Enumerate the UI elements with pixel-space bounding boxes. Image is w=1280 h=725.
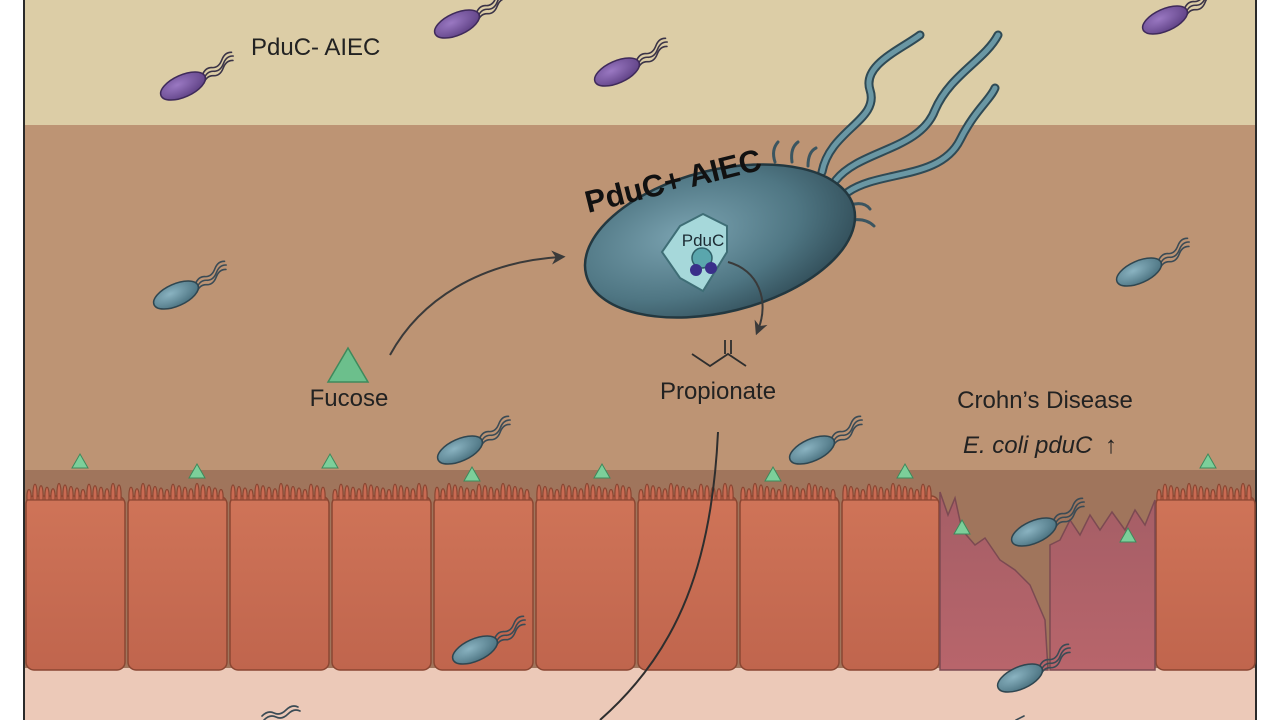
enzyme-subunit-icon (690, 264, 702, 276)
gene-name: E. coli pduC (963, 432, 1093, 459)
epithelial-cell (739, 495, 840, 671)
damaged-cell-right (1049, 499, 1156, 671)
disease-label: Crohn’s Disease (957, 387, 1133, 414)
epithelial-cell (25, 495, 126, 671)
microvilli-border (536, 482, 634, 501)
microvilli-border (26, 482, 124, 501)
enzyme-subunit-icon (705, 262, 717, 274)
propionate-label: Propionate (660, 378, 776, 405)
damaged-cell-left (939, 491, 1049, 671)
left-border (23, 0, 25, 720)
right-border (1255, 0, 1257, 720)
flagella-fill (819, 32, 1001, 195)
epithelial-cell (127, 495, 228, 671)
epithelial-cell (841, 495, 940, 671)
microvilli-border (740, 482, 838, 501)
enzyme-core-icon (691, 247, 713, 269)
epithelial-cell (535, 495, 636, 671)
molecule-double-bond (724, 340, 732, 354)
fucose-triangle-icon (326, 346, 370, 383)
fucose-uptake-arrow (389, 250, 566, 356)
epithelial-cell (331, 495, 432, 671)
gene-label: E. coli pduC ↑ (963, 432, 1117, 459)
propionate-translocation-arrow (599, 431, 719, 721)
propionate-release-arrow (727, 261, 768, 336)
molecule-skeletal-icon (691, 352, 747, 368)
fucose-label: Fucose (310, 385, 389, 412)
microvilli-border (332, 482, 430, 501)
partial-bacterium-flagella (261, 705, 1025, 721)
pduc-plus-aiec-bacterium (583, 30, 1003, 319)
epithelial-cell-layer (25, 482, 1256, 671)
epithelial-cell (229, 495, 330, 671)
microvilli-border (842, 482, 938, 501)
microvilli-border (128, 482, 226, 501)
lamina-propria (24, 668, 1256, 720)
up-arrow-icon: ↑ (1105, 432, 1117, 459)
epithelial-cell (1155, 495, 1256, 671)
microvilli-border (434, 482, 532, 501)
inflamed-epithelium (939, 491, 1156, 671)
microvilli-border (1156, 482, 1254, 501)
microvilli-border (230, 482, 328, 501)
epithelial-cell (637, 495, 738, 671)
pduc-minus-label: PduC- AIEC (251, 34, 380, 61)
pduc-enzyme-label: PduC (682, 231, 725, 250)
